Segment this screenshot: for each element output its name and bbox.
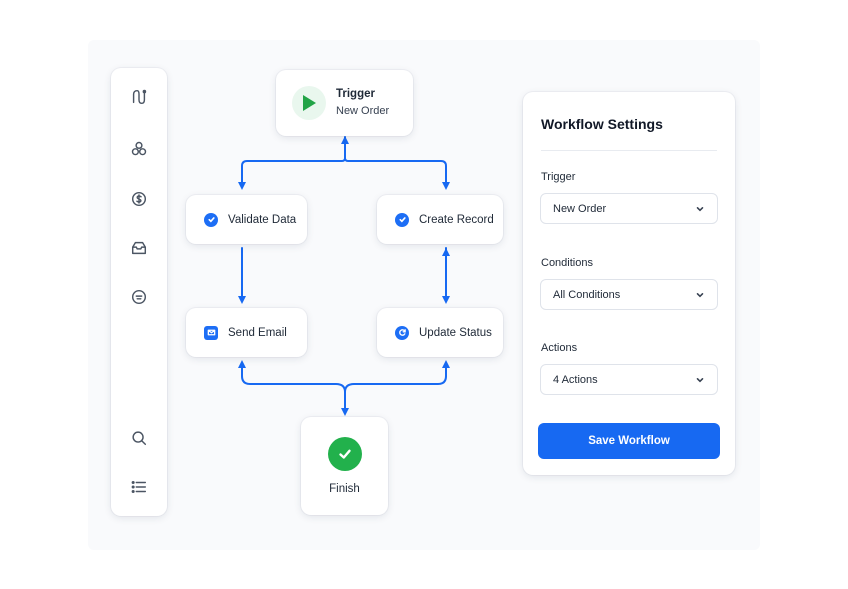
actions-select[interactable]: 4 Actions — [540, 364, 718, 395]
play-icon — [292, 86, 326, 120]
inbox-icon[interactable] — [129, 238, 149, 258]
chevron-down-icon — [696, 292, 704, 297]
search-icon[interactable] — [129, 428, 149, 448]
refresh-icon — [395, 325, 409, 340]
sidebar — [111, 68, 167, 516]
chevron-down-icon — [696, 206, 704, 211]
chevron-down-icon — [696, 377, 704, 382]
trigger-select-value: New Order — [553, 202, 607, 215]
divider — [541, 150, 717, 151]
workflow-icon[interactable] — [129, 87, 149, 107]
conditions-select[interactable]: All Conditions — [540, 279, 718, 310]
trigger-select[interactable]: New Order — [540, 193, 718, 224]
check-circle-icon — [395, 212, 409, 227]
mail-icon — [204, 325, 218, 340]
create-record-node[interactable]: Create Record — [377, 195, 503, 244]
trigger-title: Trigger — [336, 88, 375, 100]
check-icon — [327, 437, 362, 471]
conditions-field-label: Conditions — [541, 257, 593, 269]
integrations-icon[interactable] — [129, 139, 149, 159]
node-label: Validate Data — [228, 213, 297, 226]
node-label: Create Record — [419, 213, 494, 226]
actions-field-label: Actions — [541, 342, 578, 354]
save-workflow-button[interactable]: Save Workflow — [538, 423, 720, 459]
conditions-select-value: All Conditions — [553, 288, 621, 301]
finish-label: Finish — [329, 483, 360, 495]
send-email-node[interactable]: Send Email — [186, 308, 307, 357]
validate-data-node[interactable]: Validate Data — [186, 195, 307, 244]
messages-icon[interactable] — [129, 287, 149, 307]
finish-node[interactable]: Finish — [301, 417, 388, 515]
actions-select-value: 4 Actions — [553, 373, 598, 386]
trigger-subtitle: New Order — [336, 105, 390, 117]
billing-icon[interactable] — [129, 189, 149, 209]
node-label: Update Status — [419, 326, 492, 339]
update-status-node[interactable]: Update Status — [377, 308, 503, 357]
list-icon[interactable] — [129, 477, 149, 497]
node-label: Send Email — [228, 326, 287, 339]
panel-title: Workflow Settings — [541, 116, 663, 132]
check-circle-icon — [204, 212, 218, 227]
trigger-node[interactable]: Trigger New Order — [276, 70, 413, 136]
trigger-field-label: Trigger — [541, 171, 576, 183]
workflow-settings-panel: Workflow Settings Trigger New Order Cond… — [523, 92, 735, 475]
